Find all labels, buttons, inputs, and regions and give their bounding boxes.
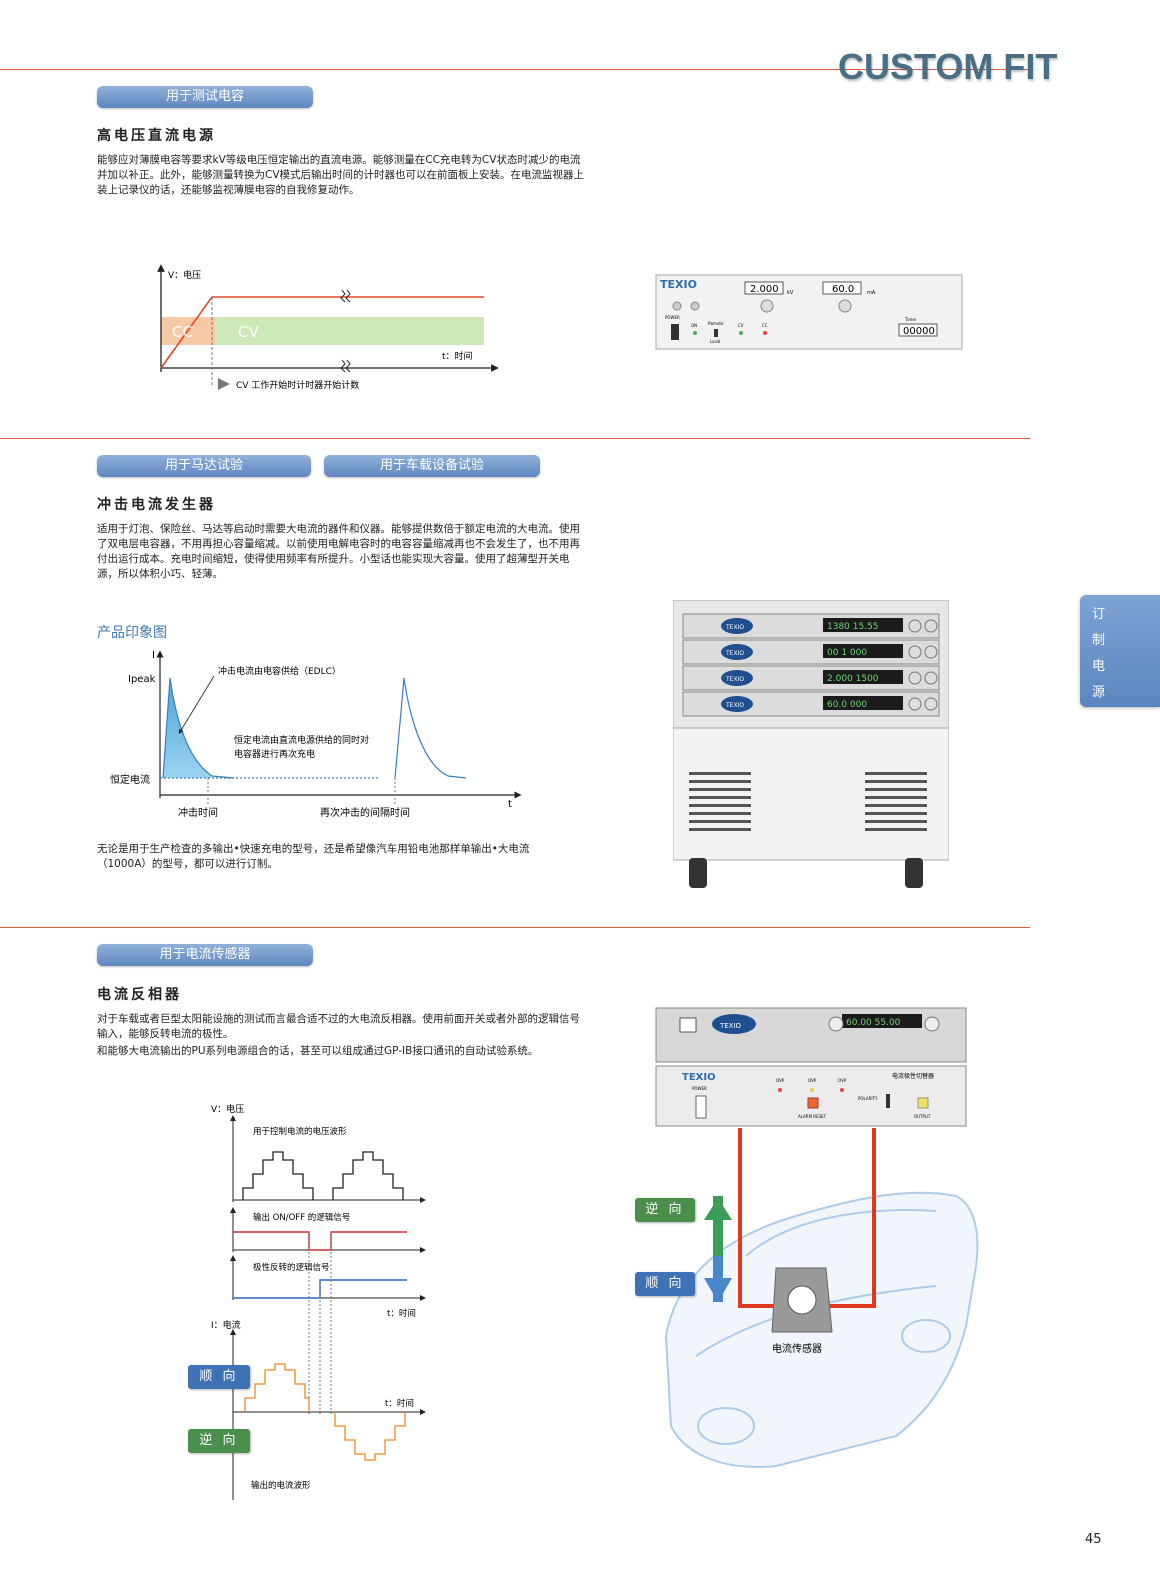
- rack-logo: TEXIO: [725, 624, 744, 631]
- rack-display: 2.000 1500: [827, 674, 879, 684]
- page-number: 45: [1085, 1532, 1102, 1547]
- section3-heading: 电流反相器: [97, 987, 182, 1003]
- ovp-label-1: OVP: [776, 1078, 785, 1083]
- rack-unit: TEXIO 2.000 1500: [682, 665, 940, 691]
- polarity-signal-label: 极性反转的逻辑信号: [253, 1262, 330, 1273]
- section2-heading: 冲击电流发生器: [97, 497, 216, 513]
- rack-logo: TEXIO: [725, 676, 744, 683]
- section1-heading: 高电压直流电源: [97, 128, 216, 144]
- recharge-annotation-line1: 恒定电流由直流电源供给的同时对: [234, 734, 369, 746]
- voltage-wave-label: 用于控制电流的电压波形: [253, 1126, 347, 1137]
- section3-body1: 对于车载或者巨型太阳能设施的测试而言最合适不过的大电流反相器。使用前面开关或者外…: [97, 1013, 580, 1040]
- y-axis-label: V：电压: [168, 269, 201, 281]
- rack-logo: TEXIO: [725, 650, 744, 657]
- device1-cc: CC: [762, 323, 768, 328]
- section-divider: [0, 927, 1030, 928]
- ipeak-label: Ipeak: [128, 674, 156, 685]
- rack-unit: TEXIO 60.0 000: [682, 691, 940, 717]
- forward-badge: 顺 向: [188, 1365, 250, 1389]
- section1-tag: 用于测试电容: [97, 86, 313, 108]
- section2-subheading: 产品印象图: [97, 625, 167, 641]
- hv-power-supply-image: TEXIO 2.000 kV 60.0 mA POWER ON Remote L…: [655, 274, 963, 350]
- device-reverse-badge: 逆 向: [635, 1198, 695, 1222]
- edlc-annotation: 冲击电流由电容供给（EDLC）: [218, 665, 341, 677]
- pu-display: 60.00 55.00: [846, 1018, 901, 1028]
- pu-logo: TEXIO: [719, 1022, 742, 1030]
- side-tab-char: 电: [1092, 659, 1106, 674]
- rack-unit: TEXIO 00 1 000: [682, 639, 940, 665]
- section2-footnote: 无论是用于生产检查的多输出•快速充电的型号，还是希望像汽车用铅电池那样单输出•大…: [97, 843, 530, 870]
- i-axis-label: I: [152, 650, 155, 661]
- cv-label: CV: [238, 323, 259, 341]
- alarm-reset-label: ALARM RESET: [798, 1114, 827, 1119]
- interval-time-label: 再次冲击的间隔时间: [320, 806, 410, 819]
- device-forward-badge: 顺 向: [635, 1272, 695, 1296]
- polarity-label: POLARITY: [858, 1096, 878, 1101]
- sensor-label: 电流传感器: [772, 1342, 822, 1355]
- device1-timer-label: Timer: [904, 317, 917, 322]
- inverter-logo: TEXIO: [682, 1072, 716, 1083]
- brand-title: CUSTOM FIT: [838, 46, 1058, 87]
- onoff-signal-label: 输出 ON/OFF 的逻辑信号: [253, 1212, 350, 1223]
- device1-unit1: kV: [787, 290, 794, 296]
- device1-display2: 60.0: [832, 284, 854, 295]
- i-axis-label: I：电流: [211, 1319, 241, 1331]
- t-axis-label-2: t：时间: [385, 1398, 414, 1409]
- recharge-annotation-line2: 电容器进行再次充电: [234, 748, 315, 760]
- reverse-badge: 逆 向: [188, 1429, 250, 1453]
- side-tab-char: 订: [1092, 607, 1106, 622]
- current-inverter-system-image: TEXIO 60.00 55.00 TEXIO POWER 电流极性切替器 OV…: [655, 1007, 979, 1468]
- rack-display: 1380 15.55: [827, 622, 879, 632]
- inrush-current-chart: I Ipeak 恒定电流 冲击电流由电容供给（EDLC） 恒定电流由直流电源供给…: [110, 650, 522, 819]
- v-axis-label: V：电压: [211, 1103, 244, 1115]
- current-inverter-timing-chart: V：电压 用于控制电流的电压波形 输出 ON/OFF 的逻辑信号 极性反转的逻辑…: [211, 1103, 426, 1500]
- ovp-label-3: OVP: [838, 1078, 847, 1083]
- rack-display: 60.0 000: [827, 700, 867, 710]
- output-wave-label: 输出的电流波形: [251, 1480, 311, 1491]
- rack-unit: TEXIO 1380 15.55: [682, 613, 940, 639]
- rack-display: 00 1 000: [827, 648, 867, 658]
- section2-tag-motor: 用于马达试验: [97, 455, 311, 477]
- constant-current-label: 恒定电流: [110, 773, 150, 786]
- ovp-label-2: OVP: [808, 1078, 817, 1083]
- inverter-title: 电流极性切替器: [892, 1072, 934, 1080]
- device1-cv: CV: [738, 323, 744, 328]
- device1-timer: 00000: [903, 326, 935, 337]
- section2-body: 适用于灯泡、保险丝、马达等启动时需要大电流的器件和仪器。能够提供数倍于额定电流的…: [97, 523, 580, 580]
- t-axis-label: t：时间: [387, 1308, 416, 1319]
- section-divider: [0, 438, 1030, 439]
- device1-on: ON: [691, 323, 697, 328]
- inrush-time-label: 冲击时间: [178, 806, 218, 819]
- device1-power: POWER: [665, 315, 680, 320]
- device1-local: Local: [710, 339, 720, 344]
- x-axis-label: t：时间: [442, 350, 473, 362]
- device1-display1: 2.000: [750, 284, 779, 295]
- device1-remote: Remote: [708, 321, 724, 326]
- device1-unit2: mA: [867, 290, 876, 296]
- section3-tag: 用于电流传感器: [97, 944, 313, 966]
- inrush-generator-rack-image: TEXIO 1380 15.55 TEXIO 00 1 000 TEXIO 2.…: [673, 600, 949, 888]
- side-tab[interactable]: 订 制 电 源: [1080, 595, 1160, 707]
- side-tab-char: 源: [1092, 685, 1106, 700]
- top-rule: [0, 69, 1030, 70]
- device1-logo: TEXIO: [660, 278, 697, 291]
- t-axis-label: t: [508, 799, 512, 810]
- section3-body2: 和能够大电流输出的PU系列电源组合的话，甚至可以组成通过GP-IB接口通讯的自动…: [97, 1045, 539, 1057]
- timer-note: CV 工作开始时计时器开始计数: [236, 379, 359, 391]
- cc-cv-chart: V：电压 t：时间 CC CV CV 工作开始时计时器开始计数: [157, 264, 499, 391]
- rack-logo: TEXIO: [725, 702, 744, 709]
- inverter-power-label: POWER: [692, 1086, 707, 1091]
- cc-label: CC: [172, 323, 193, 341]
- section1-body: 能够应对薄膜电容等要求kV等级电压恒定输出的直流电源。能够测量在CC充电转为CV…: [97, 154, 585, 196]
- output-label: OUTPUT: [914, 1114, 931, 1119]
- side-tab-char: 制: [1092, 633, 1106, 648]
- section2-tag-vehicle: 用于车载设备试验: [324, 455, 540, 477]
